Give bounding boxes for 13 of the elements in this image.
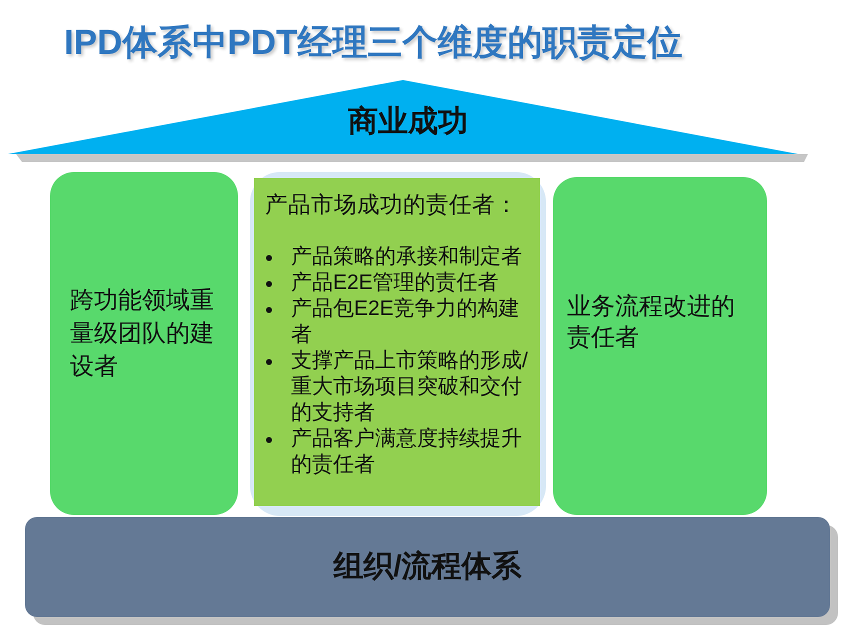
- pillar-card: [50, 172, 238, 515]
- band-label: 组织/流程体系: [332, 549, 523, 585]
- bullet-text: 产品客户满意度持续提升的责任者: [291, 426, 523, 478]
- bullet-text: 产品E2E管理的责任者: [291, 270, 500, 296]
- pillar-text: 跨功能领域重量级团队的建设者: [70, 286, 215, 382]
- title: IPD体系中PDT经理三个维度的职责定位: [64, 22, 682, 64]
- pillar-text: 业务流程改进的责任者: [567, 292, 736, 353]
- bullet-text: 产品策略的承接和制定者: [291, 244, 523, 270]
- bullet-text: 支撑产品上市策略的形成/重大市场项目突破和交付的支持者: [291, 348, 529, 426]
- panel-heading: 产品市场成功的责任者：: [265, 191, 518, 219]
- bullet-text: 产品包E2E竞争力的构建者: [291, 296, 521, 348]
- pillar-card: [553, 177, 767, 515]
- roof-label: 商业成功: [347, 104, 469, 140]
